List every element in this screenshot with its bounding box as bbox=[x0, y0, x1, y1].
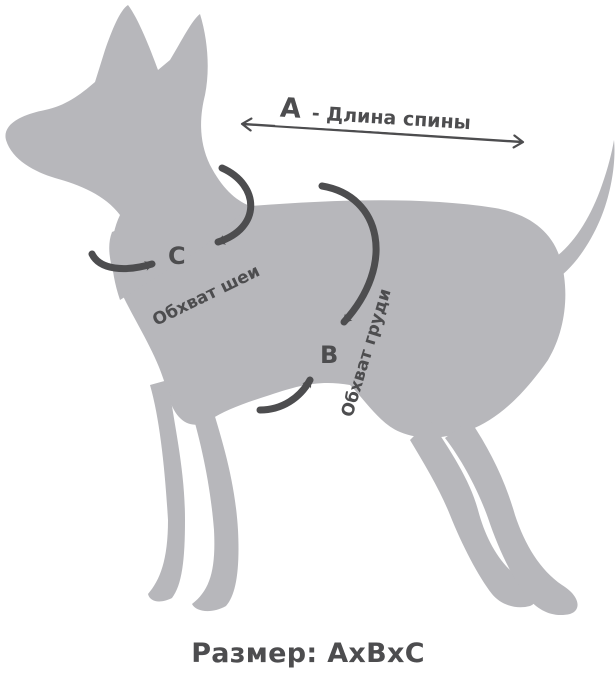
neck-girth-letter: C bbox=[168, 242, 186, 270]
dog-head bbox=[5, 5, 250, 300]
dog-silhouette bbox=[5, 5, 615, 616]
chest-girth-letter: B bbox=[320, 341, 338, 369]
back-length-arrow bbox=[243, 124, 522, 142]
back-length-letter: A bbox=[279, 92, 302, 124]
dog-rear-leg-left bbox=[410, 420, 536, 608]
neck-arrow-top bbox=[214, 164, 255, 246]
chest-arrow-top bbox=[318, 182, 380, 326]
back-length-label-bg bbox=[275, 89, 499, 139]
chest-arrow-bottom bbox=[256, 376, 314, 414]
neck-arrow-bottom bbox=[88, 250, 156, 273]
dog-front-leg-left bbox=[148, 380, 185, 602]
dog-tail bbox=[548, 140, 615, 282]
size-caption: Размер: AxBxC bbox=[191, 638, 425, 669]
dog-body bbox=[109, 200, 566, 438]
dog-rear-leg-right bbox=[445, 420, 578, 616]
dog-front-leg-right bbox=[190, 400, 239, 612]
